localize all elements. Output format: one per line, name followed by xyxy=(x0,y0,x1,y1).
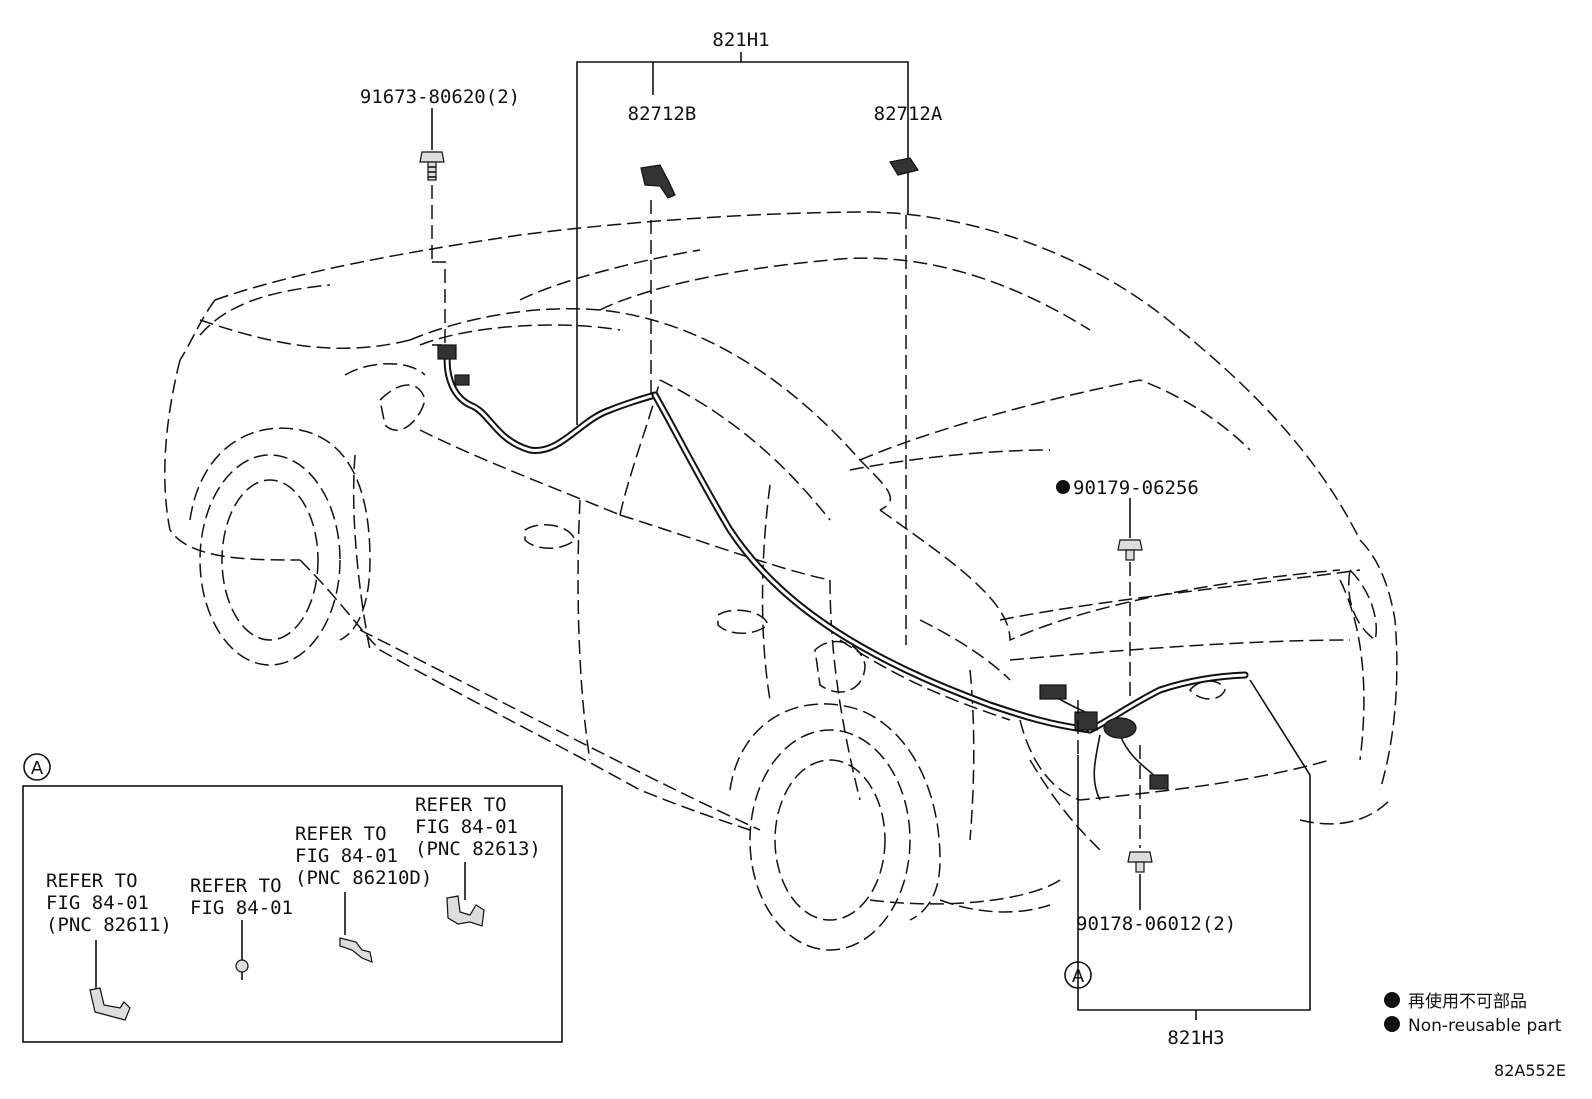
label-bolt: 91673-80620(2) xyxy=(360,86,520,108)
legend-dot-2 xyxy=(1384,1016,1400,1032)
bolt-part xyxy=(419,151,445,181)
label-clip-upper: 90179-06256 xyxy=(1073,477,1199,499)
inset-note-1-line-2: FIG 84-01 xyxy=(46,892,149,914)
label-82712B: 82712B xyxy=(628,103,697,125)
legend-english: Non-reusable part xyxy=(1408,1016,1562,1036)
connector-82712B xyxy=(640,164,676,199)
inset-note-1-line-1: REFER TO xyxy=(46,870,138,892)
clip-upper-part xyxy=(1117,539,1143,561)
label-82712A: 82712A xyxy=(874,103,943,125)
label-821H3: 821H3 xyxy=(1167,1027,1224,1049)
car-body-outline xyxy=(164,211,1398,951)
inset-marker-circle xyxy=(23,753,51,781)
inset-note-3-line-3: (PNC 86210D) xyxy=(295,867,432,889)
inset-note-4: REFER TO FIG 84-01 (PNC 82613) xyxy=(415,794,541,860)
connector-82712A xyxy=(889,157,919,176)
inset-part-3 xyxy=(339,937,373,963)
inset-note-2-line-1: REFER TO xyxy=(190,875,282,897)
label-clip-lower: 90178-06012(2) xyxy=(1076,913,1236,935)
inset-note-3-line-2: FIG 84-01 xyxy=(295,845,398,867)
inset-frame xyxy=(22,785,563,1043)
inset-part-1 xyxy=(89,987,131,1021)
leader-bolt-dashed-2 xyxy=(432,261,446,346)
assembly-821H1-bracket xyxy=(576,52,909,425)
non-reusable-dot-upper xyxy=(1056,480,1070,494)
callout-letter-A: A xyxy=(1072,966,1085,987)
inset-marker-letter: A xyxy=(31,758,44,779)
inset-note-1-line-3: (PNC 82611) xyxy=(46,914,172,936)
inset-note-2-line-2: FIG 84-01 xyxy=(190,897,293,919)
inset-note-3: REFER TO FIG 84-01 (PNC 86210D) xyxy=(295,823,432,889)
inset-note-4-line-2: FIG 84-01 xyxy=(415,816,518,838)
figure-code: 82A552E xyxy=(1494,1061,1566,1080)
inset-note-4-line-3: (PNC 82613) xyxy=(415,838,541,860)
clip-lower-part xyxy=(1127,851,1153,873)
wire-harness xyxy=(437,344,1249,801)
callout-circle-A xyxy=(1064,961,1092,989)
assembly-821H3-bracket xyxy=(1077,679,1311,1020)
label-821H1: 821H1 xyxy=(712,29,769,51)
inset-note-4-line-1: REFER TO xyxy=(415,794,507,816)
inset-part-2 xyxy=(235,959,249,980)
inset-note-1: REFER TO FIG 84-01 (PNC 82611) xyxy=(46,870,172,936)
legend-japanese: 再使用不可部品 xyxy=(1408,991,1527,1012)
inset-note-2: REFER TO FIG 84-01 xyxy=(190,875,293,919)
inset-note-3-line-1: REFER TO xyxy=(295,823,387,845)
inset-part-4 xyxy=(446,895,485,927)
legend-dot-1 xyxy=(1384,992,1400,1008)
